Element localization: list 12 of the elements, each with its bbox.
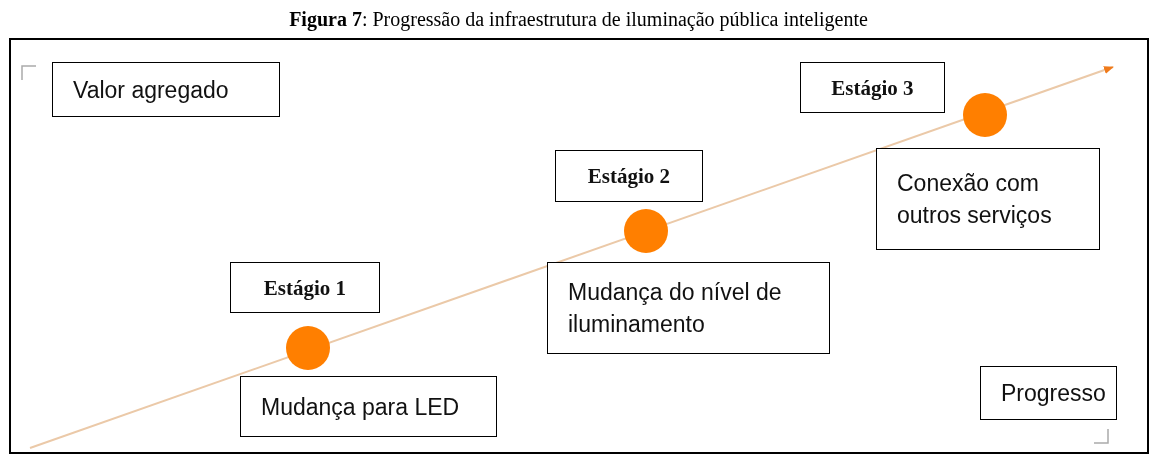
stage-label-box: Estágio 2 [555,150,703,202]
text-box: Valor agregado [52,62,280,117]
figure-title: Figura 7: Progressão da infraestrutura de iluminação pública inteligente [288,8,869,31]
stage-marker-circle [624,209,668,253]
stage-label-box: Estágio 3 [800,62,945,113]
text-box: Progresso [980,366,1117,420]
stage-marker-circle [286,326,330,370]
text-box: Conexão com outros serviços [876,148,1100,250]
stage-marker-circle [963,93,1007,137]
stage-label-box: Estágio 1 [230,262,380,313]
text-box: Mudança do nível de iluminamento [547,262,830,354]
text-box: Mudança para LED [240,376,497,437]
